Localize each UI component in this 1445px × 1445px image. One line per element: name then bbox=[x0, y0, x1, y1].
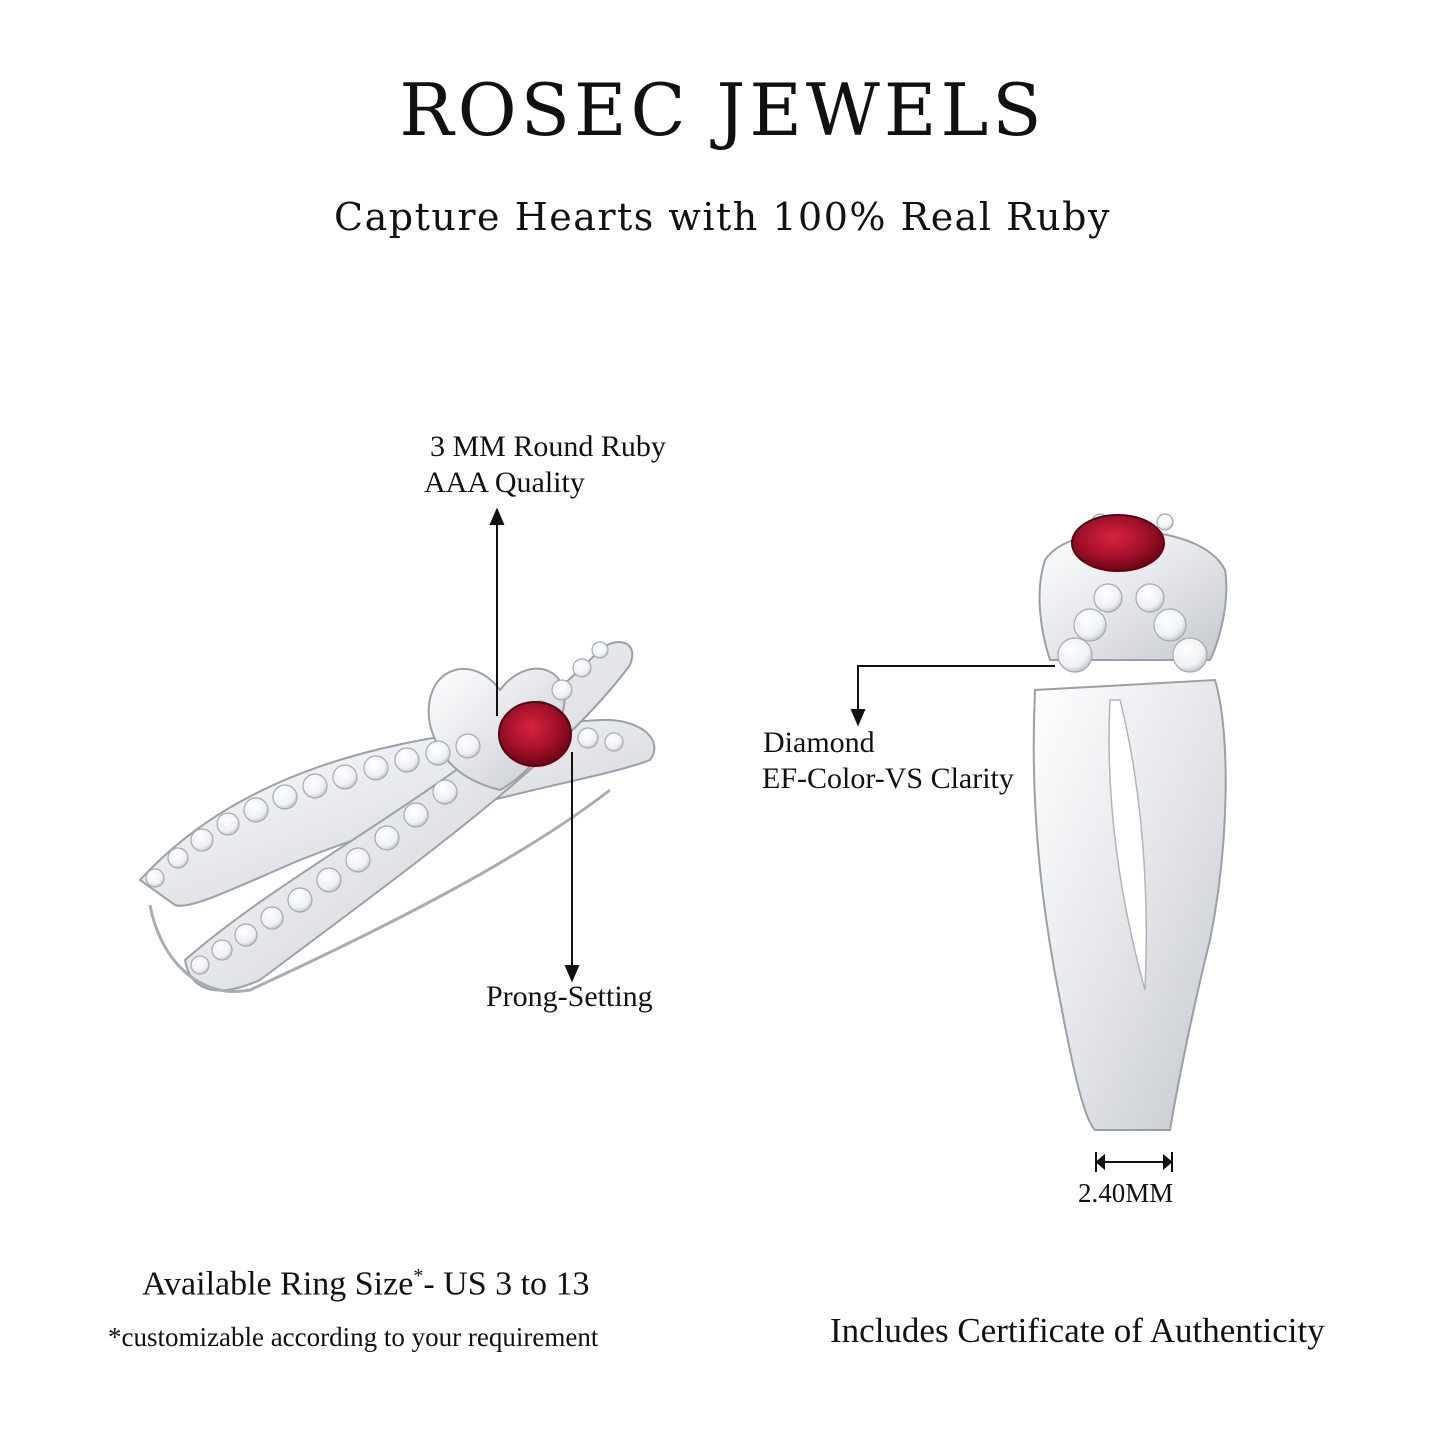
ring-side-view bbox=[138, 641, 656, 993]
diamond-clarity-callout: EF-Color-VS Clarity bbox=[762, 762, 1014, 795]
diamond-callout: Diamond bbox=[763, 726, 875, 759]
ring-size-asterisk: * bbox=[413, 1265, 424, 1287]
ring-size-text: Available Ring Size bbox=[142, 1265, 414, 1303]
ruby-stone-left bbox=[498, 701, 572, 767]
callout-arrows-left bbox=[489, 507, 580, 983]
callout-arrows-right bbox=[850, 665, 1173, 1172]
band-width-label: 2.40MM bbox=[1078, 1178, 1174, 1208]
diamond-row-lower bbox=[190, 641, 609, 975]
ring-size-info: Available Ring Size*- US 3 to 13 bbox=[142, 1265, 590, 1303]
ring-size-note: *customizable according to your requirem… bbox=[108, 1322, 599, 1352]
ruby-callout-quality: AAA Quality bbox=[424, 466, 585, 499]
diamond-row-upper bbox=[145, 726, 624, 888]
ring-front-view bbox=[1032, 513, 1228, 1131]
ring-size-range: - US 3 to 13 bbox=[423, 1265, 590, 1303]
brand-title: ROSEC JEWELS bbox=[399, 68, 1046, 152]
prong-setting-callout: Prong-Setting bbox=[486, 980, 653, 1013]
ruby-callout-size: 3 MM Round Ruby bbox=[430, 430, 666, 463]
tagline: Capture Hearts with 100% Real Ruby bbox=[334, 195, 1111, 239]
certificate-note: Includes Certificate of Authenticity bbox=[830, 1311, 1325, 1350]
ruby-stone-right bbox=[1071, 514, 1165, 572]
